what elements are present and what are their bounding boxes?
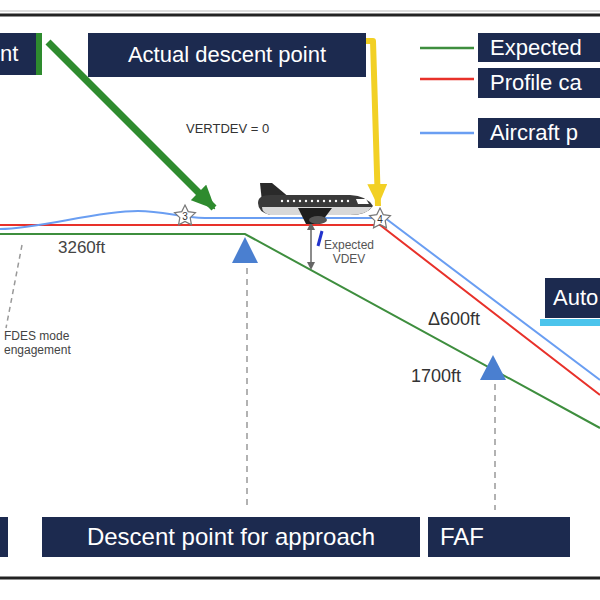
legend-text: Profile ca bbox=[490, 70, 582, 96]
callout-box: FAF bbox=[428, 517, 570, 557]
aircraft-path-line bbox=[0, 211, 600, 380]
cabin-windows bbox=[281, 200, 349, 202]
window bbox=[317, 200, 319, 202]
window bbox=[347, 200, 349, 202]
box-text: nt bbox=[0, 42, 18, 66]
callout-box: Descent point for approach bbox=[42, 517, 420, 557]
window bbox=[299, 200, 301, 202]
engine bbox=[309, 216, 327, 224]
window bbox=[287, 200, 289, 202]
callout-box: nt bbox=[0, 33, 42, 75]
cockpit-window bbox=[356, 199, 369, 204]
dashed-leader bbox=[6, 245, 22, 328]
legend-swatch bbox=[418, 43, 478, 53]
window bbox=[293, 200, 295, 202]
window bbox=[335, 200, 337, 202]
computed-profile-line bbox=[0, 225, 600, 395]
pointer-arrow bbox=[366, 41, 378, 206]
vdev-marker bbox=[318, 231, 322, 246]
altitude-label: 1700ft bbox=[411, 366, 461, 387]
box-text: Auto bbox=[553, 286, 598, 310]
window bbox=[305, 200, 307, 202]
star-shape bbox=[175, 205, 196, 225]
box-text: Descent point for approach bbox=[87, 524, 375, 550]
descent-triangle bbox=[232, 237, 258, 263]
deviation-note: VERTDEV = 0 bbox=[186, 122, 269, 137]
altitude-label: 3260ft bbox=[58, 238, 105, 258]
dashed-leader bbox=[494, 384, 496, 510]
faf-triangle bbox=[480, 355, 506, 380]
vdev-dimension bbox=[310, 228, 312, 264]
box-text: FAF bbox=[440, 524, 484, 550]
callout-number: 4 bbox=[377, 214, 383, 225]
wing bbox=[298, 208, 332, 224]
callout-box: Auto bbox=[545, 278, 600, 318]
frame-line bbox=[0, 11, 600, 12]
expected-profile-line bbox=[0, 234, 600, 428]
window bbox=[311, 200, 313, 202]
window bbox=[281, 200, 283, 202]
star-shape bbox=[370, 208, 391, 228]
waypoint-star: 3 bbox=[173, 203, 197, 227]
legend-box: Aircraft p bbox=[478, 118, 600, 148]
window bbox=[341, 200, 343, 202]
altitude-delta: Δ600ft bbox=[428, 309, 480, 330]
window bbox=[329, 200, 331, 202]
legend-text: Aircraft p bbox=[490, 120, 578, 146]
callout-box: Actual descent point bbox=[88, 33, 366, 77]
aircraft-icon bbox=[258, 183, 373, 224]
legend-swatch bbox=[418, 128, 478, 138]
legend-swatch bbox=[418, 74, 478, 84]
legend-box: Expected bbox=[478, 33, 600, 62]
box-text: Actual descent point bbox=[128, 43, 326, 67]
dashed-leader bbox=[246, 268, 248, 510]
dimension-head bbox=[307, 262, 315, 270]
legend-text: Expected bbox=[490, 35, 582, 61]
waypoint-star: 4 bbox=[368, 206, 392, 230]
legend-box: Profile ca bbox=[478, 68, 600, 98]
callout-number: 3 bbox=[182, 211, 188, 222]
legend-line bbox=[420, 47, 474, 50]
mode-note: FDES mode engagement bbox=[4, 330, 86, 358]
legend-line bbox=[420, 78, 474, 81]
vdev-note: Expected VDEV bbox=[318, 239, 380, 267]
cropped-box bbox=[0, 517, 8, 557]
legend-line bbox=[420, 132, 474, 135]
window bbox=[323, 200, 325, 202]
accent-bar bbox=[540, 319, 600, 326]
frame bbox=[0, 15, 600, 578]
